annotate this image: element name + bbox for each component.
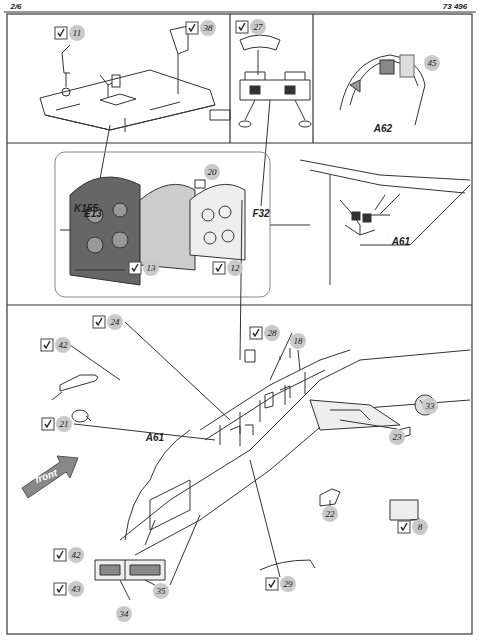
callout-number: 13 xyxy=(143,260,159,276)
checkbox xyxy=(266,578,278,590)
checkbox-tick xyxy=(132,264,138,271)
checkbox-tick xyxy=(401,523,407,530)
callout-number: 38 xyxy=(200,20,216,36)
callout-number: 12 xyxy=(227,260,243,276)
part-name: A62 xyxy=(374,123,392,134)
callout-number: 28 xyxy=(264,325,280,341)
checkbox xyxy=(129,262,141,274)
callout-number: 42 xyxy=(55,337,71,353)
part-name: K155 xyxy=(74,203,98,214)
callout-number: 22 xyxy=(322,506,338,522)
checkbox xyxy=(250,327,262,339)
checkbox-tick xyxy=(239,23,245,30)
checkbox-tick xyxy=(253,329,259,336)
callout-number: 11 xyxy=(69,25,85,41)
checkbox-tick xyxy=(216,264,222,271)
checkbox-tick xyxy=(57,585,63,592)
callout-number: 27 xyxy=(250,19,266,35)
checkbox xyxy=(398,521,410,533)
checkbox-tick xyxy=(58,29,64,36)
callout-number: 24 xyxy=(107,314,123,330)
part-name: A61 xyxy=(392,236,410,247)
part-name: F32 xyxy=(252,208,269,219)
callout-number: 35 xyxy=(153,583,169,599)
checkbox xyxy=(213,262,225,274)
checkbox-tick xyxy=(96,318,102,325)
callout-number: 34 xyxy=(116,606,132,622)
callout-number: 21 xyxy=(56,416,72,432)
checkbox-tick xyxy=(57,551,63,558)
checkbox xyxy=(54,583,66,595)
checkbox xyxy=(186,22,198,34)
callout-number: 29 xyxy=(280,576,296,592)
callout-number: 23 xyxy=(389,429,405,445)
callout-number: 45 xyxy=(424,55,440,71)
callout-number: 43 xyxy=(68,581,84,597)
page-header: 2/6 xyxy=(10,2,21,11)
part-name: A61 xyxy=(146,432,164,443)
checkbox xyxy=(93,316,105,328)
callout-number: 20 xyxy=(204,164,220,180)
checkbox xyxy=(54,549,66,561)
checkbox xyxy=(236,21,248,33)
callout-number: 33 xyxy=(422,398,438,414)
checkbox-tick xyxy=(189,24,195,31)
checkbox xyxy=(42,418,54,430)
page-header: 73 496 xyxy=(443,2,467,11)
checkbox xyxy=(41,339,53,351)
callout-number: 8 xyxy=(412,519,428,535)
checkbox-tick xyxy=(45,420,51,427)
checkbox xyxy=(55,27,67,39)
callout-number: 18 xyxy=(290,333,306,349)
checkbox-tick xyxy=(44,341,50,348)
callout-number: 42 xyxy=(68,547,84,563)
checkbox-tick xyxy=(269,580,275,587)
